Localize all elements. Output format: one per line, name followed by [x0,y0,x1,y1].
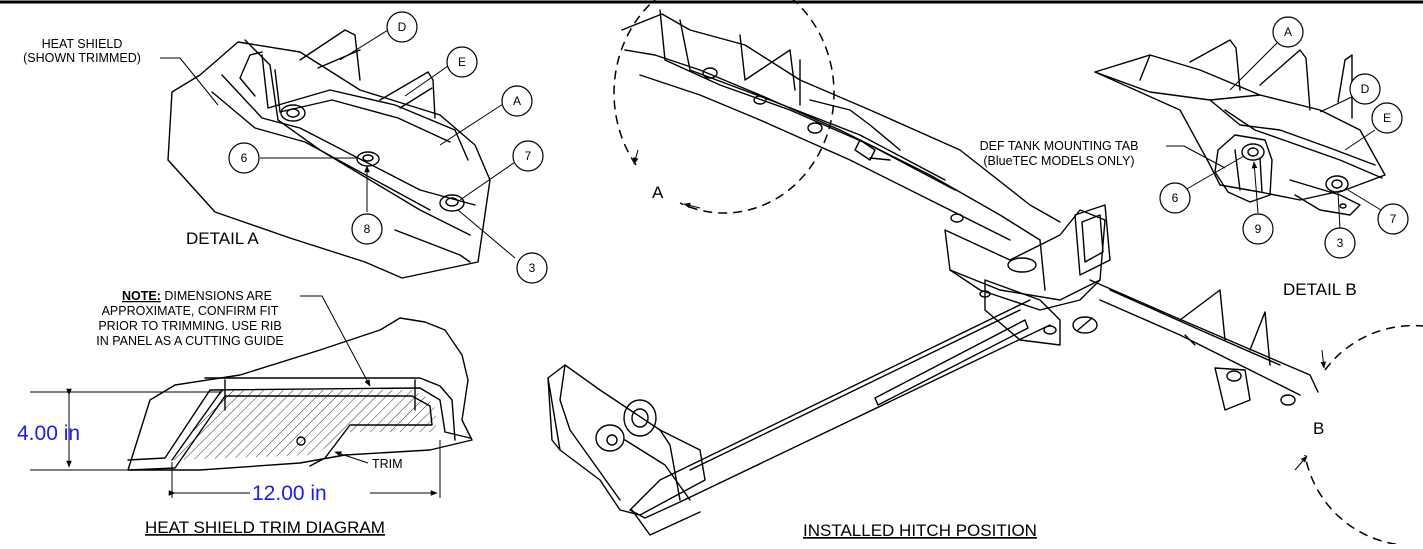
svg-text:7: 7 [525,149,532,163]
svg-text:6: 6 [1172,191,1179,205]
detail-b-callout-7: 7 [1377,203,1409,235]
view-a-letter: A [652,183,664,202]
detail-a-callout-6: 6 [228,142,260,174]
svg-text:3: 3 [529,261,536,275]
detail-b-callout-e: E [1371,102,1403,134]
detail-a-callout-e: E [446,46,478,78]
detail-a-callout-7: 7 [512,140,544,172]
detail-b-view [1094,39,1386,230]
detail-a-callout-3: 3 [516,252,548,284]
def-tab-label: DEF TANK MOUNTING TAB [980,139,1139,153]
detail-b-callout-6: 6 [1159,182,1191,214]
detail-a-title: DETAIL A [186,229,259,248]
detail-a-callout-8: 8 [351,213,383,245]
note-line-3: PRIOR TO TRIMMING. USE RIB [98,319,281,333]
svg-text:D: D [398,20,407,34]
def-tab-sublabel: (BlueTEC MODELS ONLY) [983,154,1134,168]
detail-a-view [160,29,519,279]
svg-text:A: A [513,94,521,108]
installed-hitch-view [547,0,1423,547]
svg-text:7: 7 [1390,212,1397,226]
svg-text:8: 8 [364,222,371,236]
detail-a-break-outline [167,41,491,279]
heat-shield-label: HEAT SHIELD [42,37,123,51]
note-heading: NOTE: DIMENSIONS ARE [122,289,272,303]
svg-text:E: E [1383,111,1391,125]
height-dimension: 4.00 in [17,422,80,445]
note-line-2: APPROXIMATE, CONFIRM FIT [102,304,279,318]
detail-b-callout-a: A [1272,16,1304,48]
trim-diagram-title: HEAT SHIELD TRIM DIAGRAM [145,518,385,537]
svg-text:6: 6 [241,151,248,165]
installed-title: INSTALLED HITCH POSITION [803,521,1037,540]
svg-text:D: D [1361,82,1370,96]
detail-b-callout-d: D [1349,73,1381,105]
detail-b-callout-3: 3 [1324,227,1356,259]
svg-text:A: A [1284,25,1292,39]
trim-diagram [30,295,473,498]
detail-a-callout-d: D [386,11,418,43]
detail-a-callout-a: A [501,85,533,117]
detail-b-circle [1304,324,1423,547]
detail-b-title: DETAIL B [1283,280,1357,299]
svg-text:E: E [458,55,466,69]
trim-area-hatch [172,390,436,460]
view-b-letter: B [1313,419,1324,438]
width-dimension: 12.00 in [252,482,327,505]
heat-shield-sublabel: (SHOWN TRIMMED) [23,51,141,65]
svg-text:3: 3 [1337,236,1344,250]
svg-text:9: 9 [1255,222,1262,236]
trim-label: TRIM [372,457,403,471]
note-line-4: IN PANEL AS A CUTTING GUIDE [96,334,284,348]
detail-a-circle [613,0,835,214]
detail-b-callout-9: 9 [1242,213,1274,245]
